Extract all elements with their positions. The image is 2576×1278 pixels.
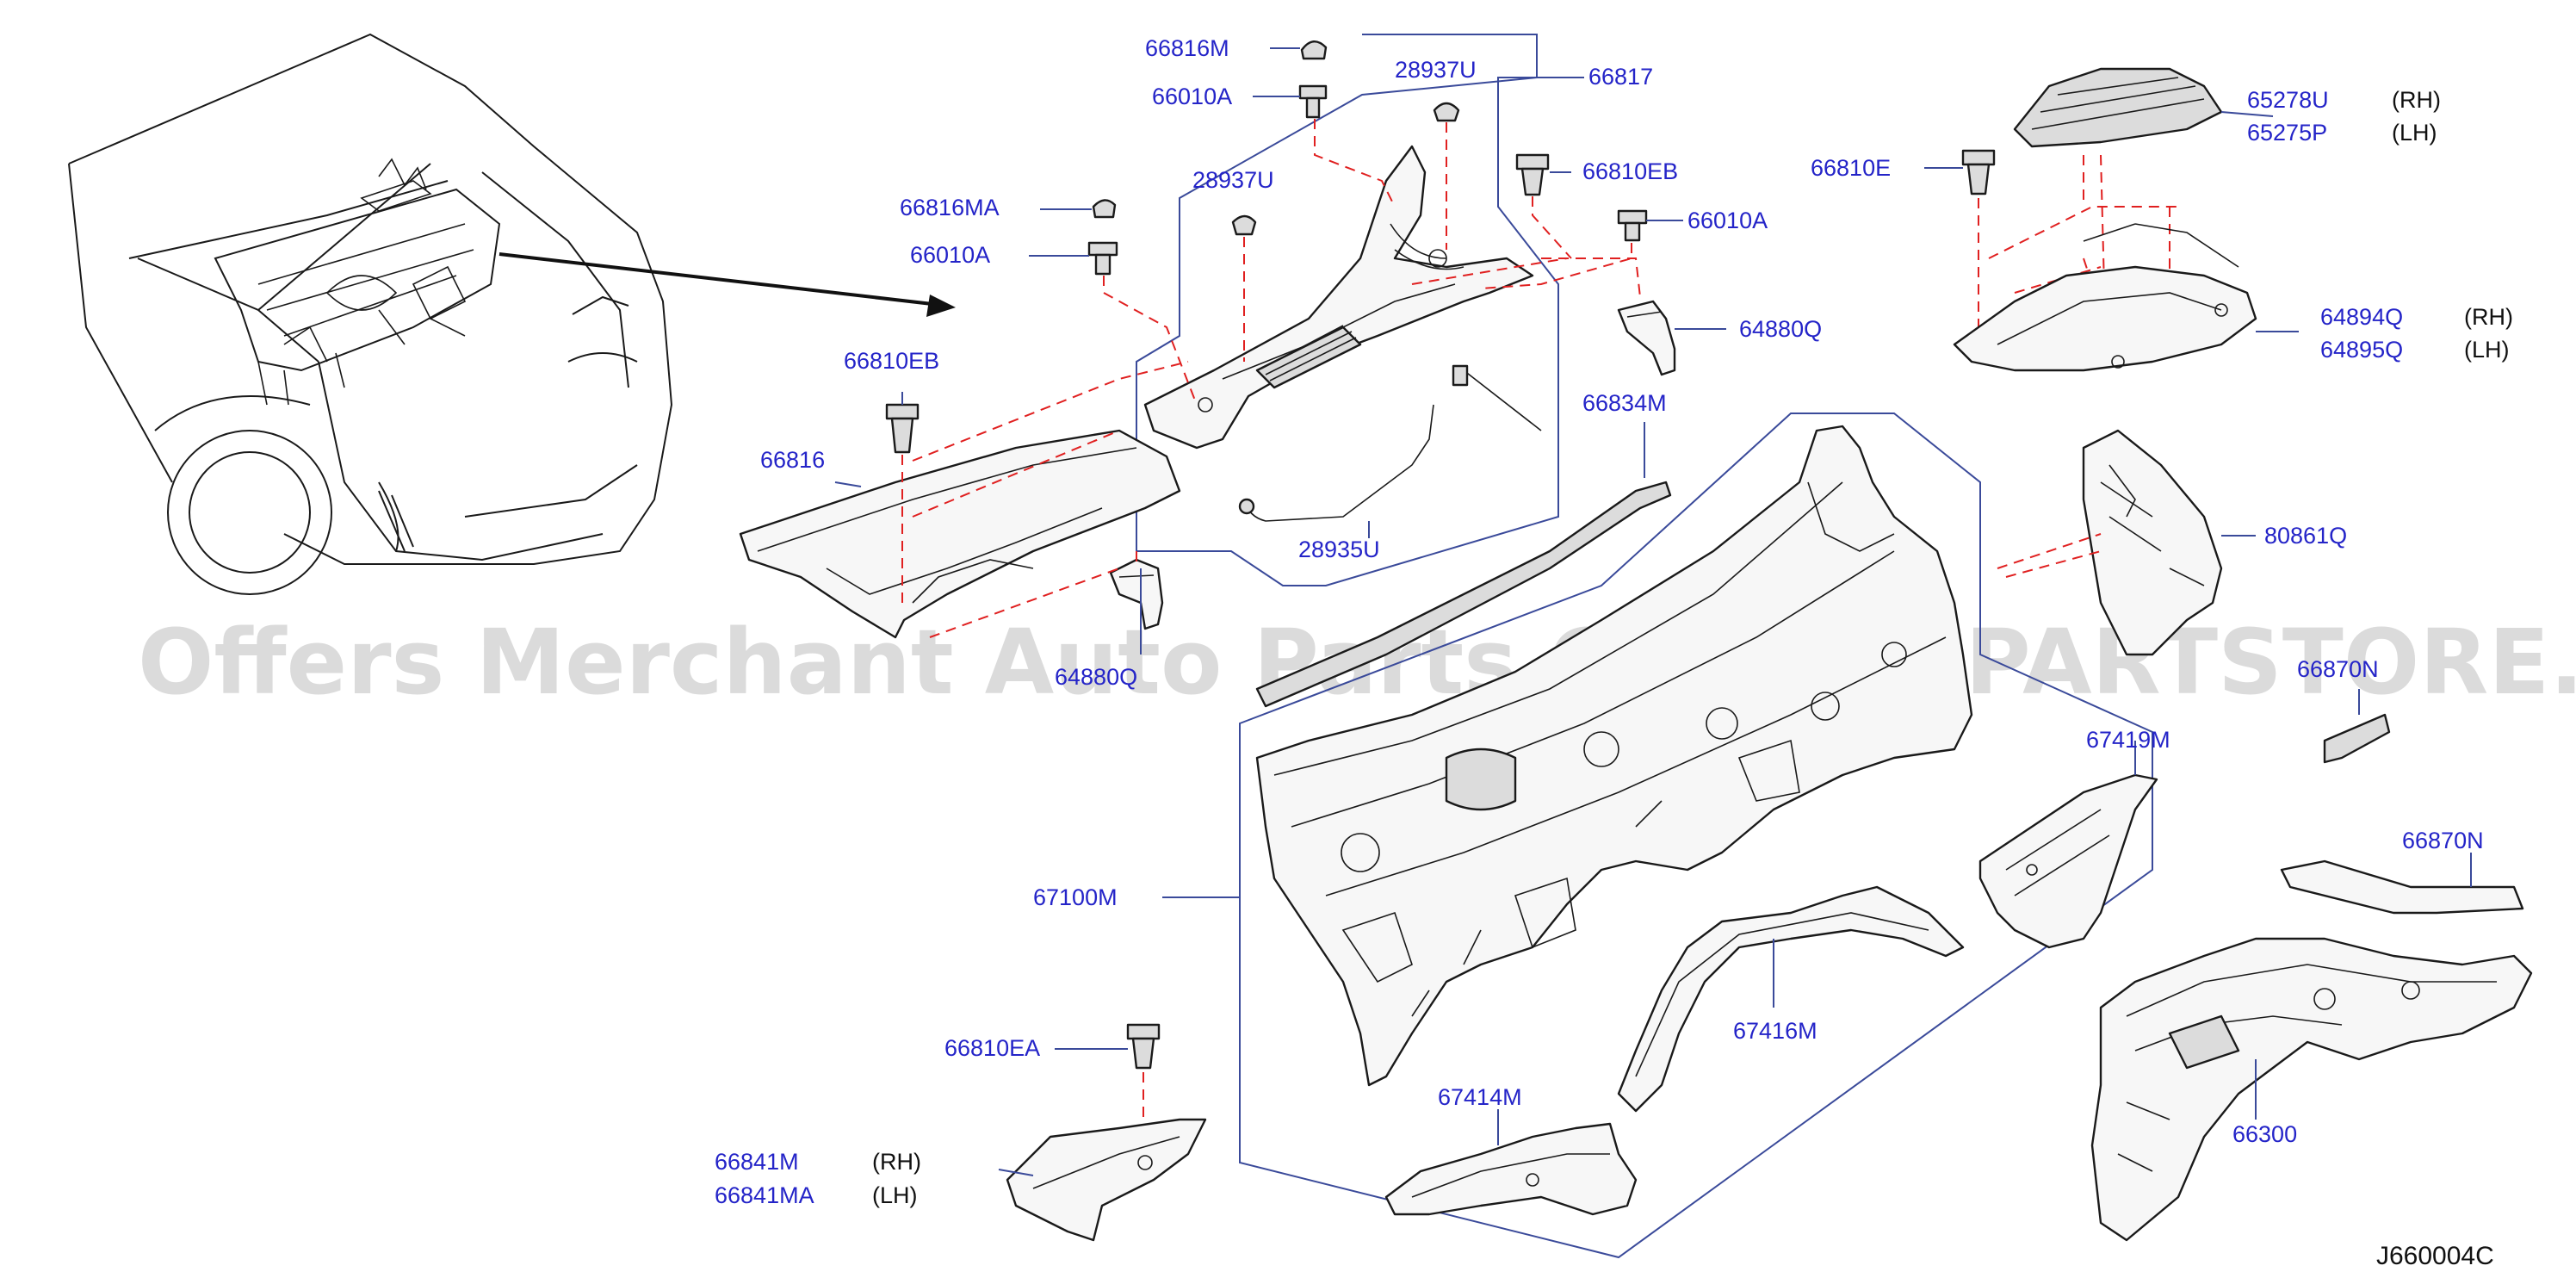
side-lh-65275P: (LH) [2392, 120, 2437, 146]
label-65275P[interactable]: 65275P [2247, 120, 2327, 146]
label-28937U-mid[interactable]: 28937U [1192, 167, 1274, 193]
diagram-code: J660004C [2376, 1242, 2494, 1270]
label-66010A-right[interactable]: 66010A [1687, 208, 1768, 233]
label-64880Q[interactable]: 64880Q [1739, 316, 1822, 342]
brace-67416M [1617, 885, 1965, 1113]
label-66816[interactable]: 66816 [760, 447, 825, 473]
clip-66010A-top [1298, 84, 1328, 119]
label-80861Q[interactable]: 80861Q [2264, 523, 2347, 549]
label-66810E[interactable]: 66810E [1811, 155, 1891, 181]
label-66816M[interactable]: 66816M [1145, 35, 1229, 61]
label-67419M[interactable]: 67419M [2086, 727, 2170, 753]
label-66810EB-right[interactable]: 66810EB [1582, 158, 1678, 184]
label-66810EB-left[interactable]: 66810EB [844, 348, 939, 374]
dash-panel-67100M [1255, 425, 1973, 1087]
dash-lower-66300 [2090, 937, 2533, 1242]
label-67414M[interactable]: 67414M [1438, 1084, 1522, 1110]
cowl-top-upper [1143, 145, 1534, 450]
cover-66841M [1006, 1118, 1207, 1242]
side-rh-66841M: (RH) [872, 1149, 921, 1175]
right-parts-group [1953, 67, 2533, 1242]
cowl-top-panel-66816 [739, 429, 1181, 639]
label-64880Q-hidden[interactable]: 64880Q [1055, 664, 1137, 690]
label-66010A-top[interactable]: 66010A [1152, 84, 1232, 109]
tray-64894Q [1953, 265, 2257, 372]
clip-66810EA [1126, 1023, 1161, 1070]
strip-66870N-bottom [2280, 859, 2524, 915]
part-labels: 66816M 66010A 28937U 66817 66816MA 66010… [715, 35, 2513, 1270]
label-66810EA[interactable]: 66810EA [944, 1035, 1040, 1061]
side-rh-64894Q: (RH) [2464, 304, 2513, 330]
label-66870N-top[interactable]: 66870N [2297, 656, 2379, 682]
clip-66810E [1961, 149, 1996, 195]
grille-65278U [2013, 67, 2223, 148]
car-illustration [68, 33, 956, 595]
label-28935U[interactable]: 28935U [1298, 537, 1380, 562]
panel-80861Q [2082, 429, 2223, 656]
label-65278U[interactable]: 65278U [2247, 87, 2329, 113]
side-lh-64895Q: (LH) [2464, 337, 2510, 363]
label-64895Q[interactable]: 64895Q [2320, 337, 2403, 363]
label-66870N-bottom[interactable]: 66870N [2402, 828, 2484, 853]
clip-66816MA [1092, 199, 1117, 219]
label-66841M[interactable]: 66841M [715, 1149, 799, 1175]
dash-panel-group [1162, 413, 2158, 1259]
label-66816MA[interactable]: 66816MA [900, 195, 1000, 220]
label-66010A-left[interactable]: 66010A [910, 242, 990, 268]
label-66834M[interactable]: 66834M [1582, 390, 1667, 416]
clip-66810EB-left [885, 403, 920, 454]
label-66300[interactable]: 66300 [2232, 1121, 2297, 1147]
cover-66841M-group [998, 1023, 1207, 1242]
label-66817[interactable]: 66817 [1588, 64, 1653, 90]
bracket-64880Q [1617, 300, 1676, 376]
leader-lines [834, 47, 1963, 1050]
clip-66010A-left [1087, 241, 1118, 276]
label-64894Q[interactable]: 64894Q [2320, 304, 2403, 330]
grommet-28937U-mid [1231, 214, 1257, 236]
clip-66810EB-right [1515, 153, 1550, 196]
bracket-67414M [1384, 1122, 1638, 1216]
cowl-top-group [739, 34, 1676, 639]
seal-66834M [1255, 481, 1672, 708]
label-28937U-top[interactable]: 28937U [1395, 57, 1477, 83]
strip-66870N-top [2323, 713, 2391, 764]
side-lh-66841MA: (LH) [872, 1182, 918, 1208]
label-67416M[interactable]: 67416M [1733, 1018, 1817, 1044]
label-66841MA[interactable]: 66841MA [715, 1182, 814, 1208]
side-rh-65278U: (RH) [2392, 87, 2441, 113]
clip-66010A-right [1617, 209, 1648, 242]
grommet-28937U-top [1433, 102, 1460, 122]
clip-66816M [1300, 40, 1328, 60]
label-67100M[interactable]: 67100M [1033, 884, 1118, 910]
